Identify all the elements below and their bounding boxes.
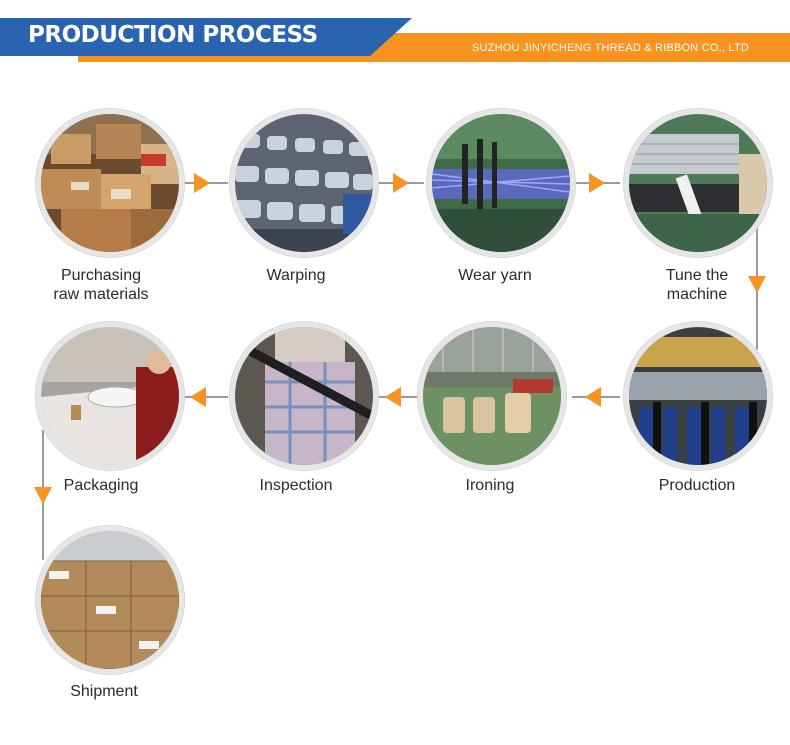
step-photo-production <box>624 322 772 470</box>
banner-shapes <box>0 18 790 62</box>
triangle-arrow-icon <box>393 173 409 193</box>
step-label-line: Purchasing <box>60 267 142 284</box>
step-label-line: Packaging <box>63 477 139 494</box>
step-photo-wear-yarn <box>427 109 575 257</box>
step-label-warping: Warping <box>206 266 386 285</box>
step-label-line: Tune the <box>665 267 729 284</box>
triangle-arrow-icon <box>190 387 206 407</box>
triangle-arrow-icon <box>385 387 401 407</box>
step-label-production: Production <box>607 476 787 495</box>
step-photo-inspection <box>230 322 378 470</box>
header-banner: PRODUCTION PROCESS SUZHOU JINYICHENG THR… <box>0 0 790 65</box>
step-photo-ironing <box>418 322 566 470</box>
step-label-line: Warping <box>266 267 326 284</box>
company-name: SUZHOU JINYICHENG THREAD & RIBBON CO., L… <box>472 42 749 54</box>
step-label-line: Wear yarn <box>458 267 532 284</box>
triangle-arrow-icon <box>589 173 605 193</box>
page-title: PRODUCTION PROCESS <box>28 22 318 48</box>
step-label-line: Ironing <box>465 477 515 494</box>
step-label-ironing: Ironing <box>400 476 580 495</box>
triangle-arrow-icon <box>585 387 601 407</box>
step-label-purchasing: Purchasing raw materials <box>11 266 191 304</box>
step-photo-purchasing <box>36 109 184 257</box>
banner-blue-block <box>0 18 412 56</box>
step-label-line: raw materials <box>53 286 149 303</box>
step-label-inspection: Inspection <box>206 476 386 495</box>
step-label-tune-machine: Tune the machine <box>607 266 787 304</box>
step-label-packaging: Packaging <box>11 476 191 495</box>
step-label-line: Production <box>658 477 736 494</box>
step-label-line: Shipment <box>70 683 138 700</box>
step-photo-warping <box>230 109 378 257</box>
step-photo-tune-machine <box>624 109 772 257</box>
step-photo-shipment <box>36 526 184 674</box>
step-label-shipment: Shipment <box>14 682 194 701</box>
step-label-line: machine <box>666 286 728 303</box>
triangle-arrow-icon <box>194 173 210 193</box>
step-photo-packaging <box>36 322 184 470</box>
step-label-line: Inspection <box>259 477 333 494</box>
step-label-wear-yarn: Wear yarn <box>405 266 585 285</box>
